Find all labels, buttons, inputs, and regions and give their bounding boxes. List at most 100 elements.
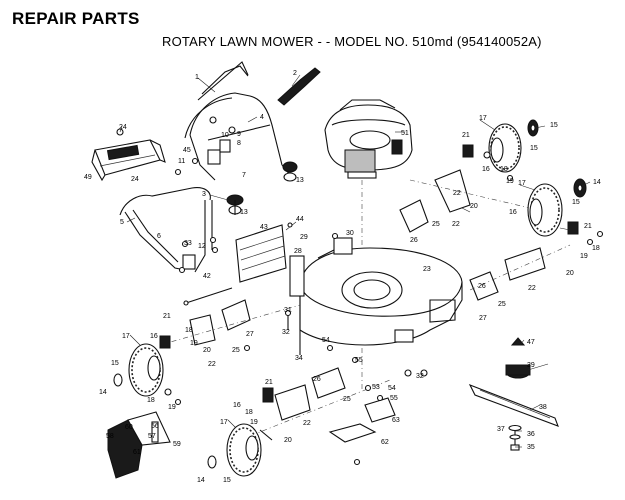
page-title: REPAIR PARTS xyxy=(12,9,140,28)
label-part-21d: 21 xyxy=(265,379,273,386)
label-part-26c: 26 xyxy=(313,376,321,383)
label-part-35: 35 xyxy=(527,444,535,451)
label-part-11: 11 xyxy=(178,158,185,165)
label-part-38: 38 xyxy=(539,404,547,411)
label-part-47: 47 xyxy=(527,339,535,346)
mulch-plug xyxy=(328,397,396,443)
label-part-19c: 19 xyxy=(190,340,198,347)
label-part-27a: 27 xyxy=(479,315,487,322)
label-part-25d: 25 xyxy=(343,396,351,403)
label-part-15d: 15 xyxy=(111,360,119,367)
label-part-17c: 17 xyxy=(122,333,130,340)
label-part-26b: 26 xyxy=(478,283,486,290)
label-part-44: 44 xyxy=(296,216,304,223)
label-part-54: 56 xyxy=(151,423,159,430)
label-part-57: 57 xyxy=(148,433,156,440)
label-part-21b: 21 xyxy=(584,223,592,230)
label-part-59: 61 xyxy=(133,449,141,456)
label-part-17d: 17 xyxy=(220,419,228,426)
blade-bolt xyxy=(508,424,522,451)
control-bar xyxy=(201,65,249,95)
label-part-20d: 20 xyxy=(284,437,292,444)
label-part-6: 6 xyxy=(157,233,161,240)
label-part-8: 8 xyxy=(237,140,241,147)
label-part-7: 7 xyxy=(242,172,246,179)
label-part-19e: 19 xyxy=(250,419,258,426)
label-part-29: 29 xyxy=(300,234,308,241)
label-part-22b: 22 xyxy=(452,221,460,228)
label-part-20c: 20 xyxy=(203,347,211,354)
label-part-42: 42 xyxy=(203,273,211,280)
label-part-17a: 17 xyxy=(479,115,487,122)
handle-bracket xyxy=(207,116,236,165)
label-part-39: 39 xyxy=(527,362,535,369)
label-part-22c: 22 xyxy=(528,285,536,292)
label-part-50: 49 xyxy=(84,174,92,181)
hardware xyxy=(174,157,604,466)
label-part-30: 30 xyxy=(346,230,354,237)
rear-wheel-left xyxy=(207,387,274,477)
label-part-20a: 20 xyxy=(470,203,478,210)
leader-lines xyxy=(126,74,591,448)
label-part-25b: 25 xyxy=(498,301,506,308)
label-part-37: 37 xyxy=(497,426,505,433)
label-part-18b: 18 xyxy=(592,245,600,252)
bag-frame xyxy=(116,125,124,136)
label-part-16c: 16 xyxy=(150,333,158,340)
label-part-15b: 15 xyxy=(530,145,538,152)
label-part-49: 51 xyxy=(401,130,409,137)
label-part-15e: 15 xyxy=(223,477,231,484)
rear-discharge-chute xyxy=(107,411,171,479)
label-part-26a: 26 xyxy=(410,237,418,244)
label-part-2: 2 xyxy=(293,70,297,77)
rear-wheel-right-lower xyxy=(527,178,587,237)
label-part-3: 3 xyxy=(202,191,206,198)
label-part-20b: 20 xyxy=(566,270,574,277)
label-part-33: 33 xyxy=(184,240,192,247)
label-part-19b: 19 xyxy=(580,253,588,260)
blade xyxy=(468,383,559,427)
label-part-45: 45 xyxy=(183,147,191,154)
label-part-24b: 24 xyxy=(131,176,139,183)
label-part-16b: 16 xyxy=(509,209,517,216)
lower-handle xyxy=(119,187,213,273)
label-part-18c: 18 xyxy=(185,327,193,334)
front-height-adjuster-right xyxy=(469,244,571,301)
label-part-4: 4 xyxy=(260,114,264,121)
rear-wheel-right-upper xyxy=(462,119,539,173)
label-part-18e: 18 xyxy=(245,409,253,416)
label-part-22d: 22 xyxy=(208,361,216,368)
label-part-55: 59 xyxy=(173,441,181,448)
label-part-5: 5 xyxy=(120,219,124,226)
label-part-32a: 32 xyxy=(282,329,290,336)
label-part-25a: 25 xyxy=(432,221,440,228)
label-part-18d: 18 xyxy=(147,397,155,404)
label-part-21a: 21 xyxy=(462,132,470,139)
label-part-43: 43 xyxy=(260,224,268,231)
label-part-16a: 16 xyxy=(482,166,490,173)
label-part-32b: 32 xyxy=(416,373,424,380)
label-part-36: 36 xyxy=(527,431,535,438)
mower-deck xyxy=(289,237,463,346)
bail-grip xyxy=(277,67,321,106)
label-part-53a: 55 xyxy=(355,357,363,364)
label-part-60: 60 xyxy=(125,424,133,431)
rear-height-adjuster-left xyxy=(239,367,391,441)
grass-catcher-bag xyxy=(91,139,166,182)
label-part-27b: 27 xyxy=(246,331,254,338)
part-labels: 1 2 3 4 5 6 7 8 9 10 11 12 13 13 15 15 1… xyxy=(84,70,601,484)
label-part-10: 10 xyxy=(221,132,229,139)
label-part-19d: 19 xyxy=(168,404,176,411)
label-part-52a: 54 xyxy=(322,337,330,344)
label-part-9: 9 xyxy=(237,131,241,138)
front-height-adjuster-left xyxy=(159,299,301,346)
label-part-34: 34 xyxy=(295,355,303,362)
blade-adapter xyxy=(505,337,531,379)
label-part-21c: 21 xyxy=(163,313,171,320)
label-part-14a: 14 xyxy=(593,179,601,186)
label-part-14c: 14 xyxy=(197,477,205,484)
label-part-13b: 13 xyxy=(240,209,248,216)
label-part-22a: 22 xyxy=(453,190,461,197)
label-part-12: 12 xyxy=(198,243,206,250)
